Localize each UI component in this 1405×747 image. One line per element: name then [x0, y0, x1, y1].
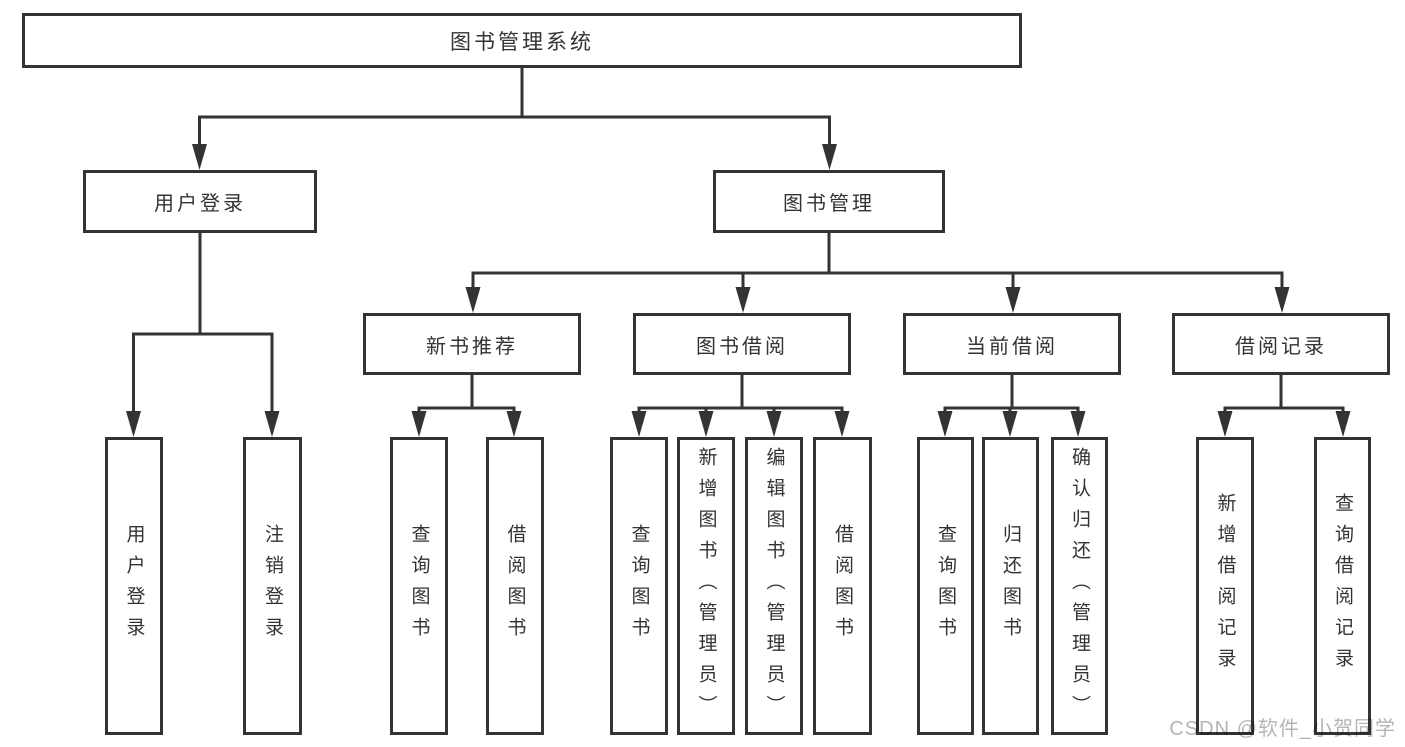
node-current-borrow-label: 当前借阅 [966, 335, 1058, 358]
node-new-book-recommend: 新书推荐 [363, 313, 581, 375]
node-user-login: 用户登录 [83, 170, 317, 233]
node-book-management-label: 图书管理 [783, 193, 875, 215]
leaf-bb-borrow-books: 借阅图书 [813, 437, 872, 735]
leaf-nbr-borrow-books: 借阅图书 [486, 437, 544, 735]
node-new-book-recommend-label: 新书推荐 [426, 335, 518, 358]
leaf-cb-query-books-label: 查询图书 [935, 524, 956, 648]
leaf-cb-confirm-return-label: 确认归还（管理员） [1069, 446, 1090, 726]
leaf-bb-add-books-label: 新增图书（管理员） [695, 446, 717, 726]
node-borrow-records: 借阅记录 [1172, 313, 1390, 375]
leaf-bb-query-books: 查询图书 [610, 437, 668, 735]
leaf-br-add-record: 新增借阅记录 [1196, 437, 1254, 735]
leaf-user-login: 用户登录 [105, 437, 163, 735]
leaf-bb-add-books: 新增图书（管理员） [677, 437, 735, 735]
node-current-borrow: 当前借阅 [903, 313, 1121, 375]
leaf-cb-return-books-label: 归还图书 [1000, 524, 1021, 648]
leaf-nbr-query-books: 查询图书 [390, 437, 448, 735]
leaf-br-query-record: 查询借阅记录 [1314, 437, 1371, 735]
leaf-br-query-record-label: 查询借阅记录 [1332, 493, 1353, 679]
leaf-logout: 注销登录 [243, 437, 302, 735]
node-book-borrow: 图书借阅 [633, 313, 851, 375]
leaf-cb-return-books: 归还图书 [982, 437, 1039, 735]
leaf-logout-label: 注销登录 [262, 524, 283, 648]
leaf-br-add-record-label: 新增借阅记录 [1214, 493, 1236, 679]
leaf-bb-borrow-books-label: 借阅图书 [832, 524, 853, 648]
csdn-watermark: CSDN @软件_小贺同学 [1169, 718, 1396, 740]
leaf-cb-query-books: 查询图书 [917, 437, 974, 735]
node-borrow-records-label: 借阅记录 [1235, 335, 1327, 358]
leaf-nbr-borrow-books-label: 借阅图书 [504, 524, 526, 648]
leaf-nbr-query-books-label: 查询图书 [408, 524, 430, 648]
node-root: 图书管理系统 [22, 13, 1022, 68]
leaf-bb-edit-books: 编辑图书（管理员） [745, 437, 803, 735]
leaf-bb-edit-books-label: 编辑图书（管理员） [763, 446, 785, 726]
leaf-cb-confirm-return: 确认归还（管理员） [1051, 437, 1108, 735]
leaf-user-login-label: 用户登录 [123, 524, 145, 648]
node-book-management: 图书管理 [713, 170, 945, 233]
leaf-bb-query-books-label: 查询图书 [628, 524, 650, 648]
node-book-borrow-label: 图书借阅 [696, 335, 788, 358]
node-root-label: 图书管理系统 [450, 30, 594, 54]
node-user-login-label: 用户登录 [154, 193, 246, 215]
